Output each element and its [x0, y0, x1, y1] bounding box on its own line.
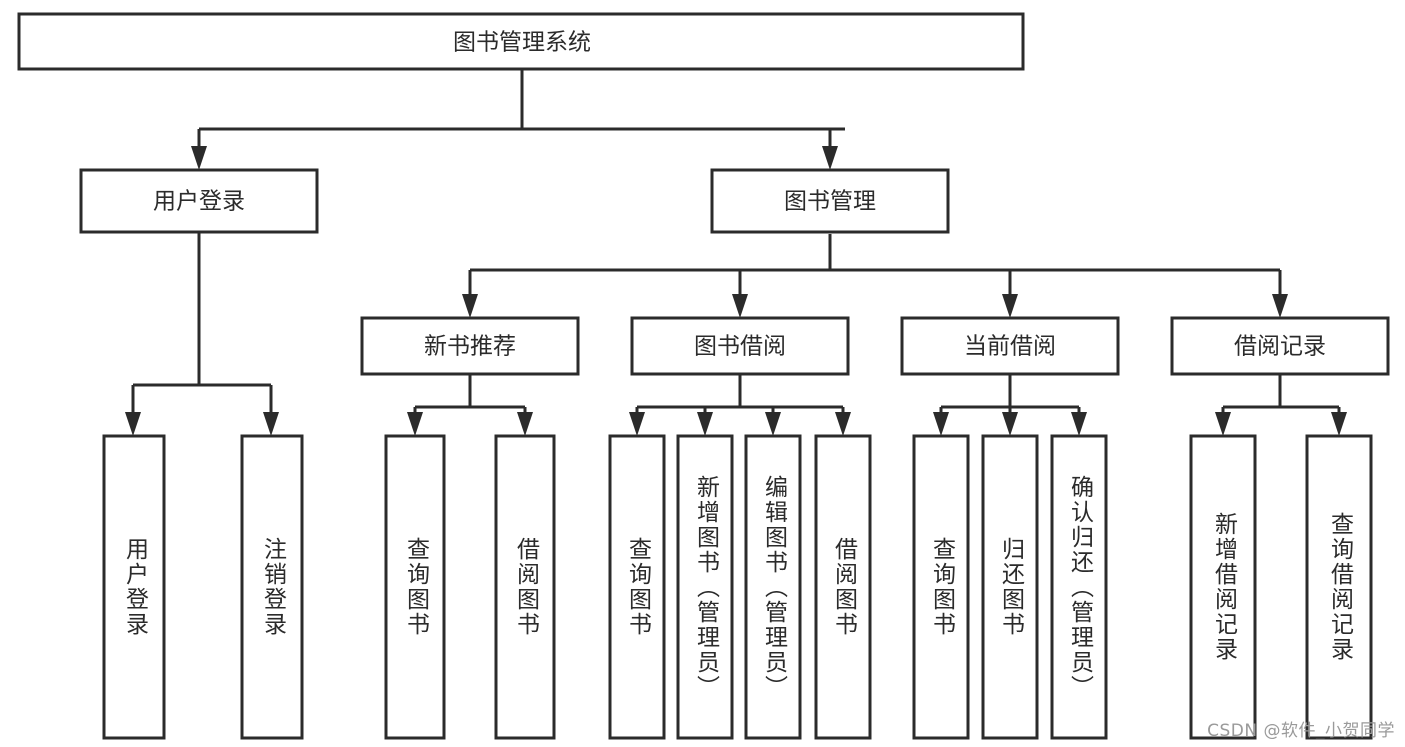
leaf-box-confirm-return[interactable]	[1050, 434, 1108, 740]
leaf-box-query-book-2[interactable]	[608, 434, 666, 740]
node-current-borrow[interactable]: 当前借阅	[900, 316, 1120, 376]
node-root-title[interactable]: 图书管理系统	[17, 12, 1025, 71]
node-current-borrow-label: 当前借阅	[964, 334, 1056, 360]
connector-bookmgmt-to-level2	[462, 234, 1288, 318]
node-book-borrow[interactable]: 图书借阅	[630, 316, 850, 376]
leaf-box-query-record[interactable]	[1305, 434, 1373, 740]
leaf-box-borrow-book-1[interactable]	[494, 434, 556, 740]
leaf-box-group	[102, 434, 1373, 740]
connector-borrowrecord-to-leaves	[1215, 374, 1347, 436]
connector-currentborrow-to-leaves	[933, 374, 1087, 436]
node-book-borrow-label: 图书借阅	[694, 334, 786, 360]
leaf-box-logout[interactable]	[240, 434, 304, 740]
node-user-login-label: 用户登录	[153, 189, 245, 215]
node-new-book-recommend[interactable]: 新书推荐	[360, 316, 580, 376]
node-root-title-label: 图书管理系统	[453, 30, 591, 56]
leaf-box-return-book[interactable]	[981, 434, 1039, 740]
node-book-management-label: 图书管理	[784, 189, 876, 215]
leaf-box-add-record[interactable]	[1189, 434, 1257, 740]
leaf-box-add-book[interactable]	[676, 434, 734, 740]
node-borrow-record[interactable]: 借阅记录	[1170, 316, 1390, 376]
csdn-watermark: CSDN @软件_小贺同学	[1207, 721, 1395, 741]
connector-bookborrow-to-leaves	[629, 374, 851, 436]
node-user-login[interactable]: 用户登录	[79, 168, 319, 234]
leaf-box-query-book-1[interactable]	[384, 434, 446, 740]
leaf-box-query-book-3[interactable]	[912, 434, 970, 740]
leaf-box-user-login[interactable]	[102, 434, 166, 740]
node-borrow-record-label: 借阅记录	[1234, 334, 1326, 360]
leaf-box-edit-book[interactable]	[744, 434, 802, 740]
node-book-management[interactable]: 图书管理	[710, 168, 950, 234]
leaf-box-borrow-book-2[interactable]	[814, 434, 872, 740]
connector-root-to-level1	[191, 69, 845, 170]
node-new-book-recommend-label: 新书推荐	[424, 334, 516, 360]
connector-userlogin-to-leaves	[125, 232, 279, 436]
connector-newbook-to-leaves	[407, 374, 533, 436]
